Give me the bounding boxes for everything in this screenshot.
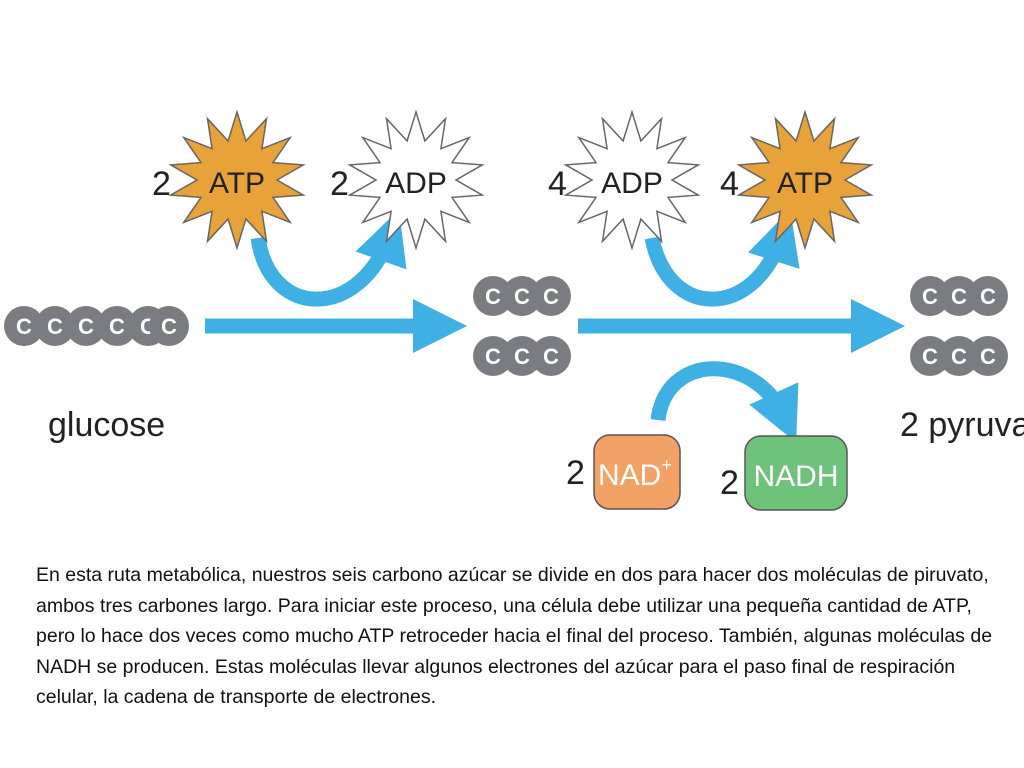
right-adp-coefficient: 4 <box>548 165 567 203</box>
intermediate-carbon-6-circle <box>531 336 571 376</box>
pyruvate-carbon-1-letter: C <box>922 284 938 309</box>
left-atp-burst-icon <box>168 109 306 251</box>
intermediate-carbon-1-letter: C <box>485 284 501 309</box>
intermediate-carbon-2: C <box>502 276 542 316</box>
pyruvate-carbon-2-letter: C <box>951 284 967 309</box>
glucose-carbon-6-letter: C <box>161 314 177 339</box>
intermediate-carbon-2-circle <box>502 276 542 316</box>
glucose-carbon-3-letter: C <box>78 314 94 339</box>
intermediate-carbon-4-letter: C <box>485 344 501 369</box>
glucose-carbon-1-letter: C <box>16 314 32 339</box>
pyruvate-carbon-6-letter: C <box>980 344 996 369</box>
pyruvate-carbon-4-circle <box>910 336 950 376</box>
pyruvate-carbon-4-letter: C <box>922 344 938 369</box>
right-atp: 4 ATP <box>720 109 874 251</box>
description-paragraph: En esta ruta metabólica, nuestros seis c… <box>36 564 993 708</box>
right-atp-label: ATP <box>777 167 833 200</box>
right-atp-burst-icon <box>736 109 874 251</box>
glucose-carbon-1-circle <box>4 306 44 346</box>
right-adp-burst-icon <box>563 109 701 251</box>
glucose-carbon-6-circle <box>149 306 189 346</box>
glucose-carbon-3: C <box>66 306 106 346</box>
nad-coefficient: 2 <box>566 454 585 492</box>
glucose-carbon-4: C <box>97 306 137 346</box>
glucose-carbon-6: C <box>149 306 189 346</box>
intermediate-carbon-6-letter: C <box>543 344 559 369</box>
nad-to-nadh-curved-arrow <box>650 361 799 443</box>
left-atp: 2 ATP <box>152 109 306 251</box>
glucose-carbon-2-circle <box>35 306 75 346</box>
glucose-carbon-2: C <box>35 306 75 346</box>
intermediate-carbon-1-circle <box>473 276 513 316</box>
pyruvate-carbon-6-circle <box>968 336 1008 376</box>
glucose-carbon-3-circle <box>66 306 106 346</box>
glucose-carbon-4-circle <box>97 306 137 346</box>
right-adp: 4 ADP <box>548 109 701 251</box>
glucose-carbon-1: C <box>4 306 44 346</box>
left-adp-label: ADP <box>385 167 447 200</box>
intermediate-carbon-5-circle <box>502 336 542 376</box>
left-adp: 2 ADP <box>330 109 485 251</box>
right-adp-label: ADP <box>601 167 663 200</box>
intermediate-carbon-3-letter: C <box>543 284 559 309</box>
intermediate-carbon-2-letter: C <box>514 284 530 309</box>
atp-to-adp-curved-arrow <box>250 209 407 307</box>
nadh: 2 NADH <box>720 435 848 511</box>
pyruvate-carbon-3-letter: C <box>980 284 996 309</box>
adp-to-atp-curved-arrow <box>644 209 800 307</box>
intermediate-carbon-3-circle <box>531 276 571 316</box>
nad-plus: 2 NAD+ <box>566 434 681 510</box>
left-atp-label: ATP <box>209 167 265 200</box>
curved-arrows <box>250 209 800 443</box>
glucose-label: glucose <box>48 406 165 444</box>
pyruvate-label: 2 pyruvate <box>900 406 1024 444</box>
left-adp-burst-icon <box>347 109 485 251</box>
right-atp-coefficient: 4 <box>720 165 739 203</box>
pyruvate-carbon-5-letter: C <box>951 344 967 369</box>
intermediate-carbon-4-circle <box>473 336 513 376</box>
pyruvate-carbon-3-circle <box>968 276 1008 316</box>
pyruvate-carbon-2-circle <box>939 276 979 316</box>
pyruvate-carbon-2: C <box>939 276 979 316</box>
pyruvate-carbon-5-circle <box>939 336 979 376</box>
intermediate-carbon-1: C <box>473 276 513 316</box>
pyruvate-carbon-1: C <box>910 276 950 316</box>
nadh-pill <box>744 435 848 511</box>
intermediate-carbon-5: C <box>502 336 542 376</box>
pyruvate-carbon-6: C <box>968 336 1008 376</box>
glucose-carbon-2-letter: C <box>47 314 63 339</box>
nad-pill <box>593 434 681 510</box>
left-adp-coefficient: 2 <box>330 165 349 203</box>
intermediate-carbon-6: C <box>531 336 571 376</box>
nad-label: NAD+ <box>598 455 672 492</box>
pyruvate-carbon-3: C <box>968 276 1008 316</box>
pyruvate-carbon-4: C <box>910 336 950 376</box>
glucose-carbon-4-letter: C <box>109 314 125 339</box>
nadh-coefficient: 2 <box>720 464 739 502</box>
intermediate-carbon-3: C <box>531 276 571 316</box>
pyruvate-carbon-5: C <box>939 336 979 376</box>
nadh-label: NADH <box>753 460 838 493</box>
intermediate-carbon-5-letter: C <box>514 344 530 369</box>
pyruvate-carbon-1-circle <box>910 276 950 316</box>
left-atp-coefficient: 2 <box>152 165 171 203</box>
intermediate-carbon-4: C <box>473 336 513 376</box>
